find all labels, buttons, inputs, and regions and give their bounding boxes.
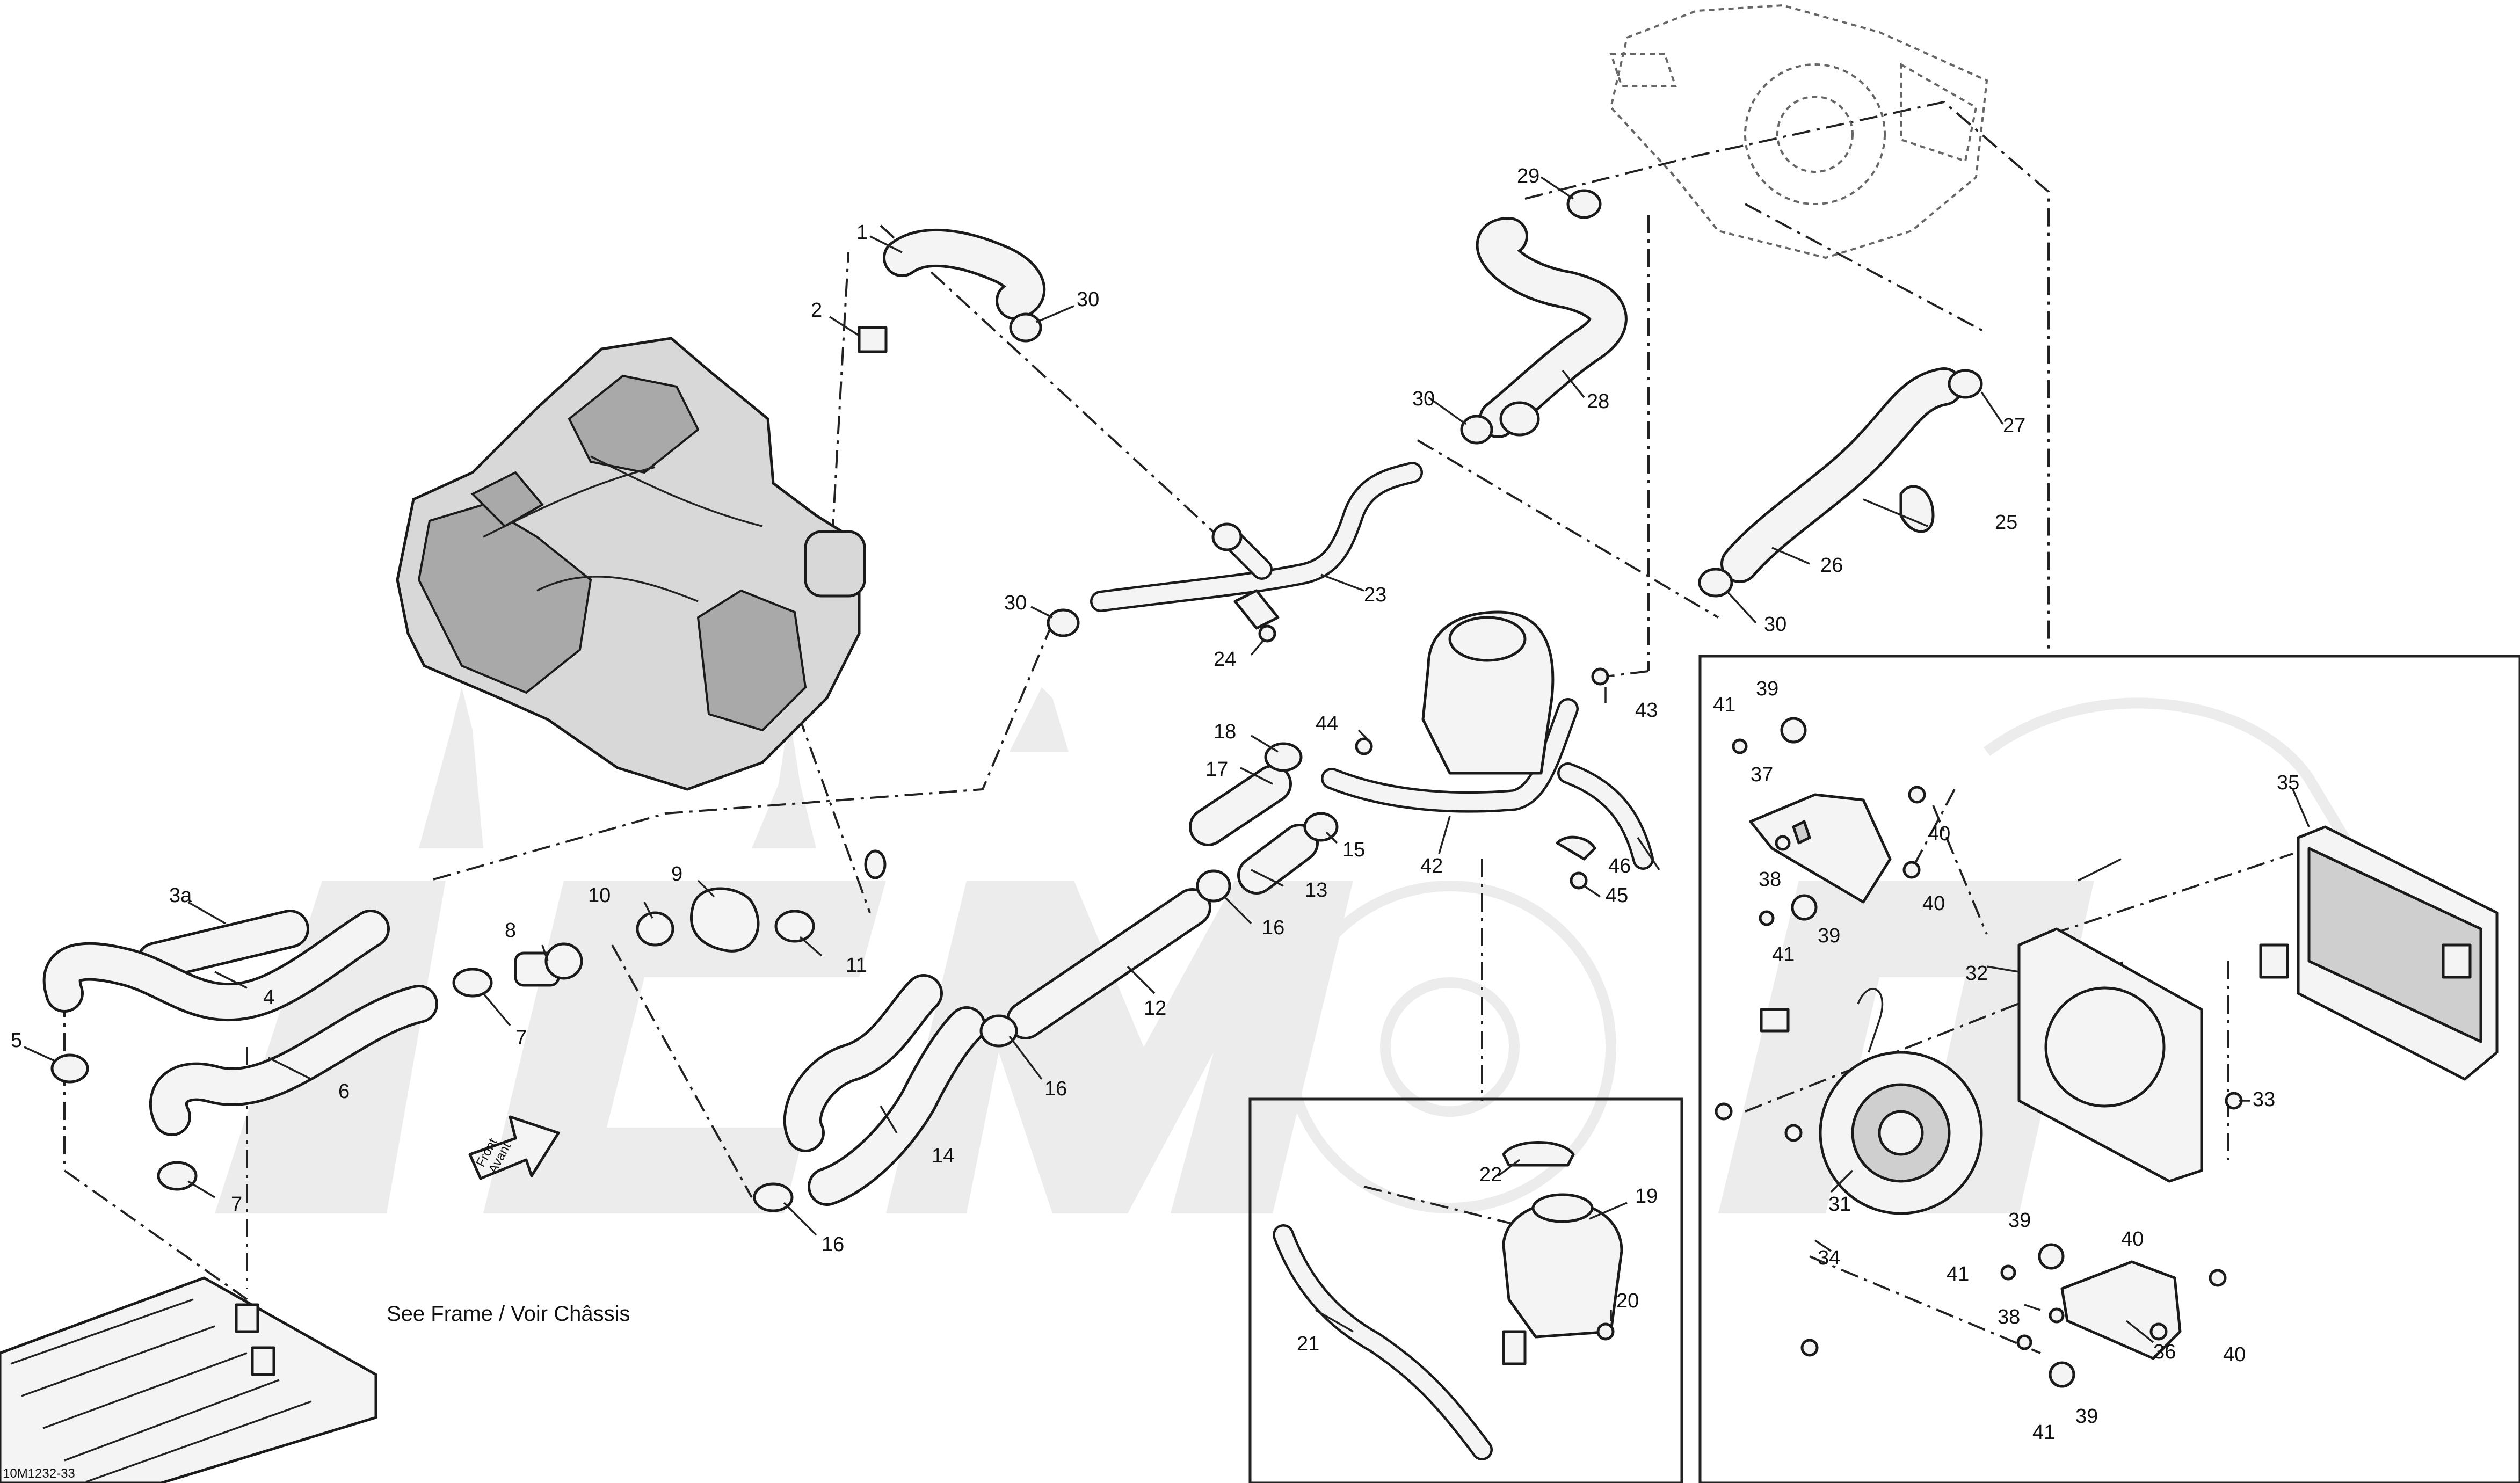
pipe-12 [1006, 888, 1211, 1039]
label-1: 1 [856, 221, 868, 244]
label-23: 23 [1364, 584, 1386, 606]
label-5: 5 [11, 1029, 22, 1052]
label-16-b: 16 [1044, 1078, 1067, 1100]
front-arrow [468, 1115, 560, 1180]
hose-13 [1237, 824, 1319, 895]
label-24: 24 [1214, 648, 1236, 671]
label-7-lower: 7 [231, 1193, 242, 1216]
label-44: 44 [1316, 713, 1338, 735]
label-4: 4 [263, 986, 274, 1009]
label-41-c: 41 [1947, 1263, 1969, 1285]
radiator-fan-detail-box [1698, 655, 2520, 1483]
label-42: 42 [1420, 855, 1443, 877]
label-40-c: 40 [2121, 1228, 2144, 1251]
label-8: 8 [505, 919, 516, 942]
expansion-tank [1273, 1141, 1623, 1460]
hose-4 [42, 910, 390, 1022]
label-16-c: 16 [822, 1233, 844, 1256]
label-20: 20 [1616, 1290, 1639, 1312]
engine-rear-view-ghost [1609, 4, 1988, 259]
hose-1 [883, 228, 1046, 320]
hose-28 [1476, 217, 1628, 438]
label-27: 27 [2003, 415, 2025, 437]
label-39-d: 39 [2075, 1405, 2098, 1428]
label-6: 6 [338, 1080, 350, 1103]
hose-3b [783, 974, 943, 1152]
label-10: 10 [588, 884, 611, 907]
label-22: 22 [1479, 1164, 1502, 1186]
label-40-d: 40 [2223, 1343, 2246, 1366]
label-30-c: 30 [1004, 592, 1027, 614]
label-40-a: 40 [1928, 823, 1950, 845]
label-38-b: 38 [1998, 1306, 2020, 1328]
label-41-a: 41 [1713, 694, 1735, 716]
label-11: 11 [846, 954, 867, 977]
label-12: 12 [1144, 997, 1166, 1020]
expansion-tank-top [1421, 610, 1555, 775]
label-leaders [24, 176, 2310, 1343]
label-28: 28 [1587, 390, 1609, 413]
label-13: 13 [1305, 879, 1327, 902]
label-7-upper: 7 [515, 1027, 527, 1049]
radiator [2259, 825, 2499, 1081]
cooling-fan [1760, 987, 1983, 1215]
label-45: 45 [1606, 884, 1628, 907]
label-29: 29 [1517, 165, 1539, 187]
engine-assembly [396, 337, 866, 791]
small-parts [50, 189, 2243, 1388]
label-21: 21 [1297, 1333, 1319, 1355]
label-30-b: 30 [1412, 388, 1435, 410]
hose-14 [808, 1006, 986, 1206]
label-43: 43 [1635, 699, 1658, 722]
label-37: 37 [1751, 764, 1773, 786]
label-3a: 3a [169, 884, 192, 907]
label-34: 34 [1818, 1247, 1840, 1269]
label-14: 14 [932, 1145, 954, 1167]
label-19: 19 [1635, 1185, 1658, 1208]
label-30-top: 30 [1077, 288, 1099, 311]
expansion-tank-detail-box [1248, 1097, 1683, 1483]
label-39-b: 39 [1818, 925, 1840, 947]
label-31: 31 [1828, 1193, 1851, 1216]
fan-shroud [2017, 927, 2203, 1183]
frame-radiator [0, 1276, 377, 1483]
label-33: 33 [2253, 1088, 2275, 1111]
label-41-b: 41 [1772, 943, 1795, 966]
label-9: 9 [671, 863, 682, 885]
pipe-42 [1321, 698, 1654, 870]
label-18: 18 [1214, 721, 1236, 743]
label-38-a: 38 [1759, 868, 1781, 891]
bracket-37 [1749, 793, 1892, 904]
label-30-d: 30 [1764, 613, 1786, 636]
label-17: 17 [1205, 758, 1228, 781]
hose-26 [1720, 367, 1963, 583]
label-35: 35 [2277, 772, 2299, 794]
label-39-a: 39 [1756, 678, 1778, 700]
label-36: 36 [2153, 1341, 2176, 1363]
document-code: 10M1232-33 [3, 1466, 75, 1481]
label-16-a: 16 [1262, 917, 1284, 939]
label-25: 25 [1995, 511, 2017, 534]
hose-17 [1189, 765, 1292, 846]
hose-3a [136, 910, 309, 980]
hose-6 [149, 985, 438, 1136]
see-frame-note: See Frame / Voir Châssis [387, 1302, 630, 1326]
label-41-d: 41 [2032, 1421, 2055, 1444]
part-labels: 1 2 30 3a 4 5 6 7 7 8 9 10 11 12 13 14 1… [3, 165, 2299, 1481]
label-40-b: 40 [1922, 892, 1945, 915]
label-2: 2 [811, 299, 822, 322]
label-46: 46 [1608, 855, 1631, 877]
label-39-c: 39 [2008, 1209, 2031, 1232]
label-26: 26 [1820, 554, 1843, 577]
label-32: 32 [1965, 962, 1988, 985]
label-15: 15 [1342, 839, 1365, 861]
